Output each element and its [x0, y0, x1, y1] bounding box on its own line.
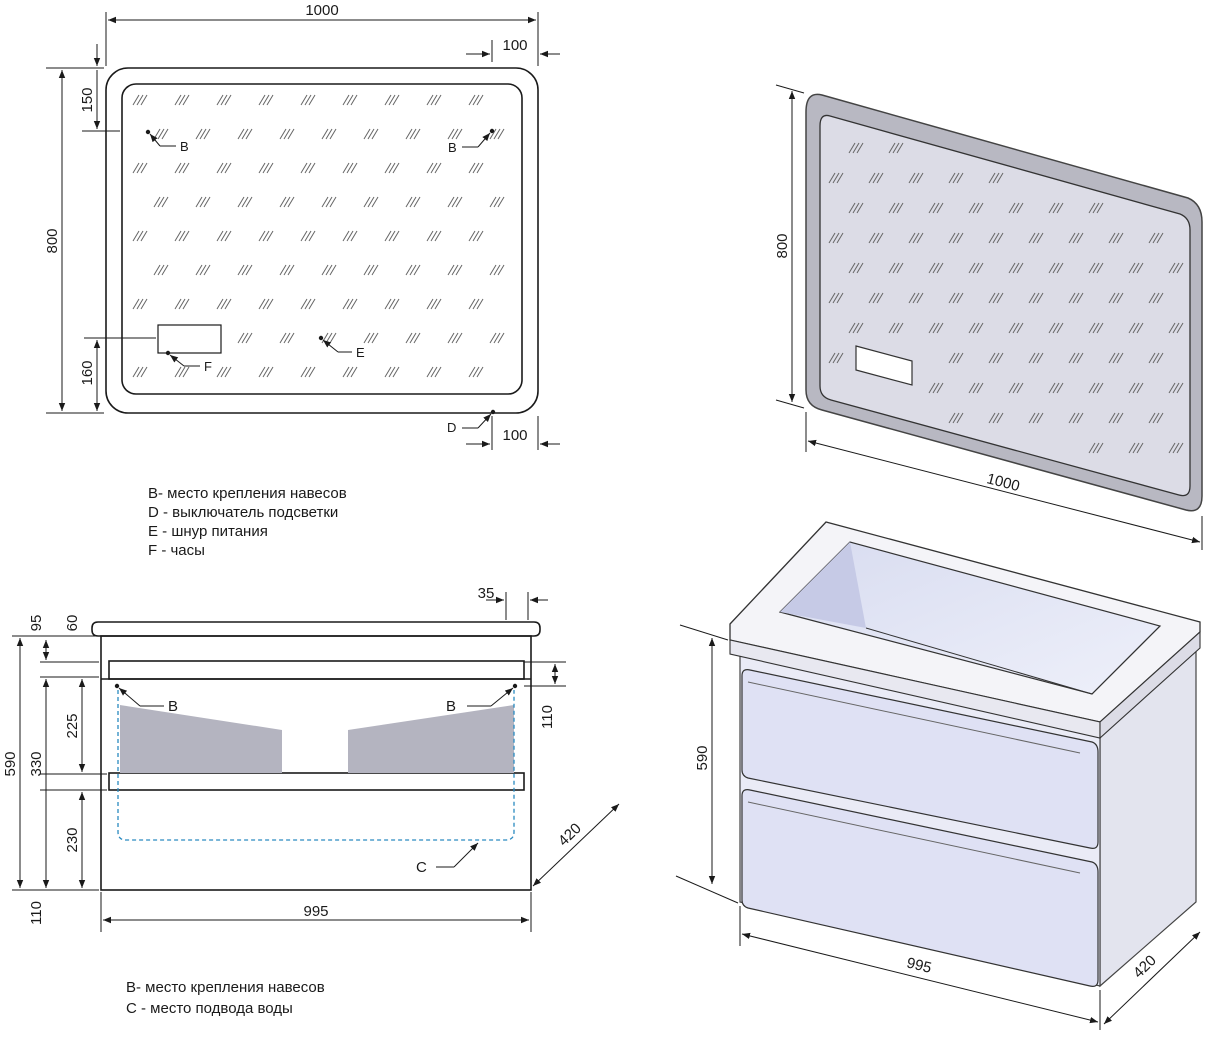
callout-f: F	[204, 359, 212, 374]
sink-top	[91, 621, 541, 637]
cab-callout-b-left: B	[168, 698, 178, 715]
dim-bottom-offset: 160	[79, 360, 96, 385]
dim-iso-cabinet-width: 995	[905, 954, 933, 976]
water-supply-outline	[117, 690, 515, 841]
dim-mirror-height: 800	[44, 228, 61, 253]
dim-110-right: 110	[539, 705, 556, 729]
dim-mirror-width: 1000	[305, 2, 338, 19]
mirror-inner-frame	[121, 83, 523, 395]
dim-edge-bottom: 100	[502, 427, 527, 444]
dim-60: 60	[64, 615, 81, 632]
dim-top-offset: 150	[79, 87, 96, 112]
middle-rail	[108, 772, 525, 791]
inner-wedge-left	[120, 705, 282, 773]
cabinet-iso-drawer-top[interactable]	[741, 669, 1099, 849]
dim-iso-mirror-width: 1000	[985, 470, 1022, 495]
cab-callout-c: C	[416, 859, 427, 876]
callout-d: D	[447, 420, 456, 435]
dim-225: 225	[64, 713, 81, 738]
callout-b-right: B	[448, 140, 457, 155]
dim-cabinet-height: 590	[2, 751, 19, 776]
cabinet-legend-c: C - место подвода воды	[126, 1000, 293, 1017]
top-rail	[108, 660, 525, 680]
cabinet-legend-b: B- место крепления навесов	[126, 979, 325, 996]
mirror-legend: B- место крепления навесов D - выключате…	[148, 485, 347, 559]
cab-callout-b-right: B	[446, 698, 456, 715]
callout-e: E	[356, 345, 365, 360]
mirror-legend-d: D - выключатель подсветки	[148, 504, 338, 521]
cabinet-front-view: B B C 590 330 225 230 95 60 110	[2, 585, 620, 932]
cabinet-legend: B- место крепления навесов C - место под…	[126, 979, 325, 1017]
mirror-iso-view: 800 1000	[774, 84, 1203, 550]
dim-95: 95	[28, 615, 45, 632]
callout-b-left: B	[180, 139, 189, 154]
dim-edge-top: 100	[502, 37, 527, 54]
mirror-legend-e: E - шнур питания	[148, 523, 268, 540]
dim-230: 230	[64, 827, 81, 852]
dim-iso-mirror-height: 800	[774, 233, 791, 258]
mirror-iso-glass	[819, 114, 1191, 497]
mirror-glass-hatch	[132, 94, 505, 378]
dim-110-bottom: 110	[28, 901, 45, 925]
dim-cabinet-width: 995	[303, 903, 328, 920]
mirror-legend-f: F - часы	[148, 542, 205, 559]
mirror-legend-b: B- место крепления навесов	[148, 485, 347, 502]
inner-wedge-right	[348, 705, 514, 773]
dim-cabinet-depth: 420	[555, 820, 585, 850]
mirror-front-view: 1000 100 100 800 150 160 B B	[44, 2, 560, 450]
dim-iso-cabinet-height: 590	[694, 745, 711, 770]
mirror-outer-frame	[105, 67, 539, 414]
cabinet-body	[100, 635, 532, 891]
cabinet-iso-view: 590 995 420	[675, 521, 1201, 1030]
mirror-iso-clock	[855, 345, 913, 386]
clock-display	[157, 324, 222, 354]
dim-330: 330	[28, 751, 45, 776]
dim-35: 35	[478, 585, 495, 602]
